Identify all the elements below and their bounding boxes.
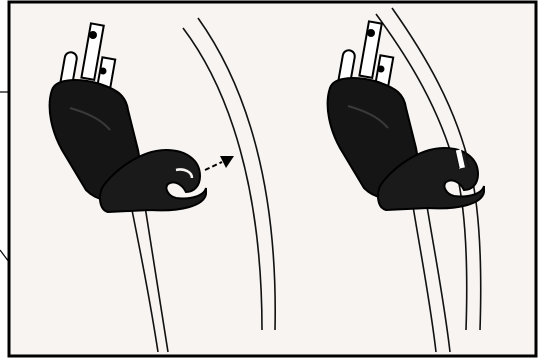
cord-icon [411, 199, 451, 353]
cord-icon [129, 199, 169, 353]
plug-highlight [69, 107, 111, 131]
plug-highlight [347, 105, 389, 129]
cord-in-clip-outline [454, 149, 470, 169]
leader-line-bottom [0, 249, 10, 263]
cord-clip-icon [99, 148, 207, 214]
arrow-right-icon [204, 156, 234, 171]
panel-after [326, 7, 485, 353]
cord-separate-icon [182, 17, 277, 331]
cord-clip-slot [175, 168, 194, 179]
cord-in-clip [455, 149, 465, 169]
panel-before [48, 17, 277, 353]
